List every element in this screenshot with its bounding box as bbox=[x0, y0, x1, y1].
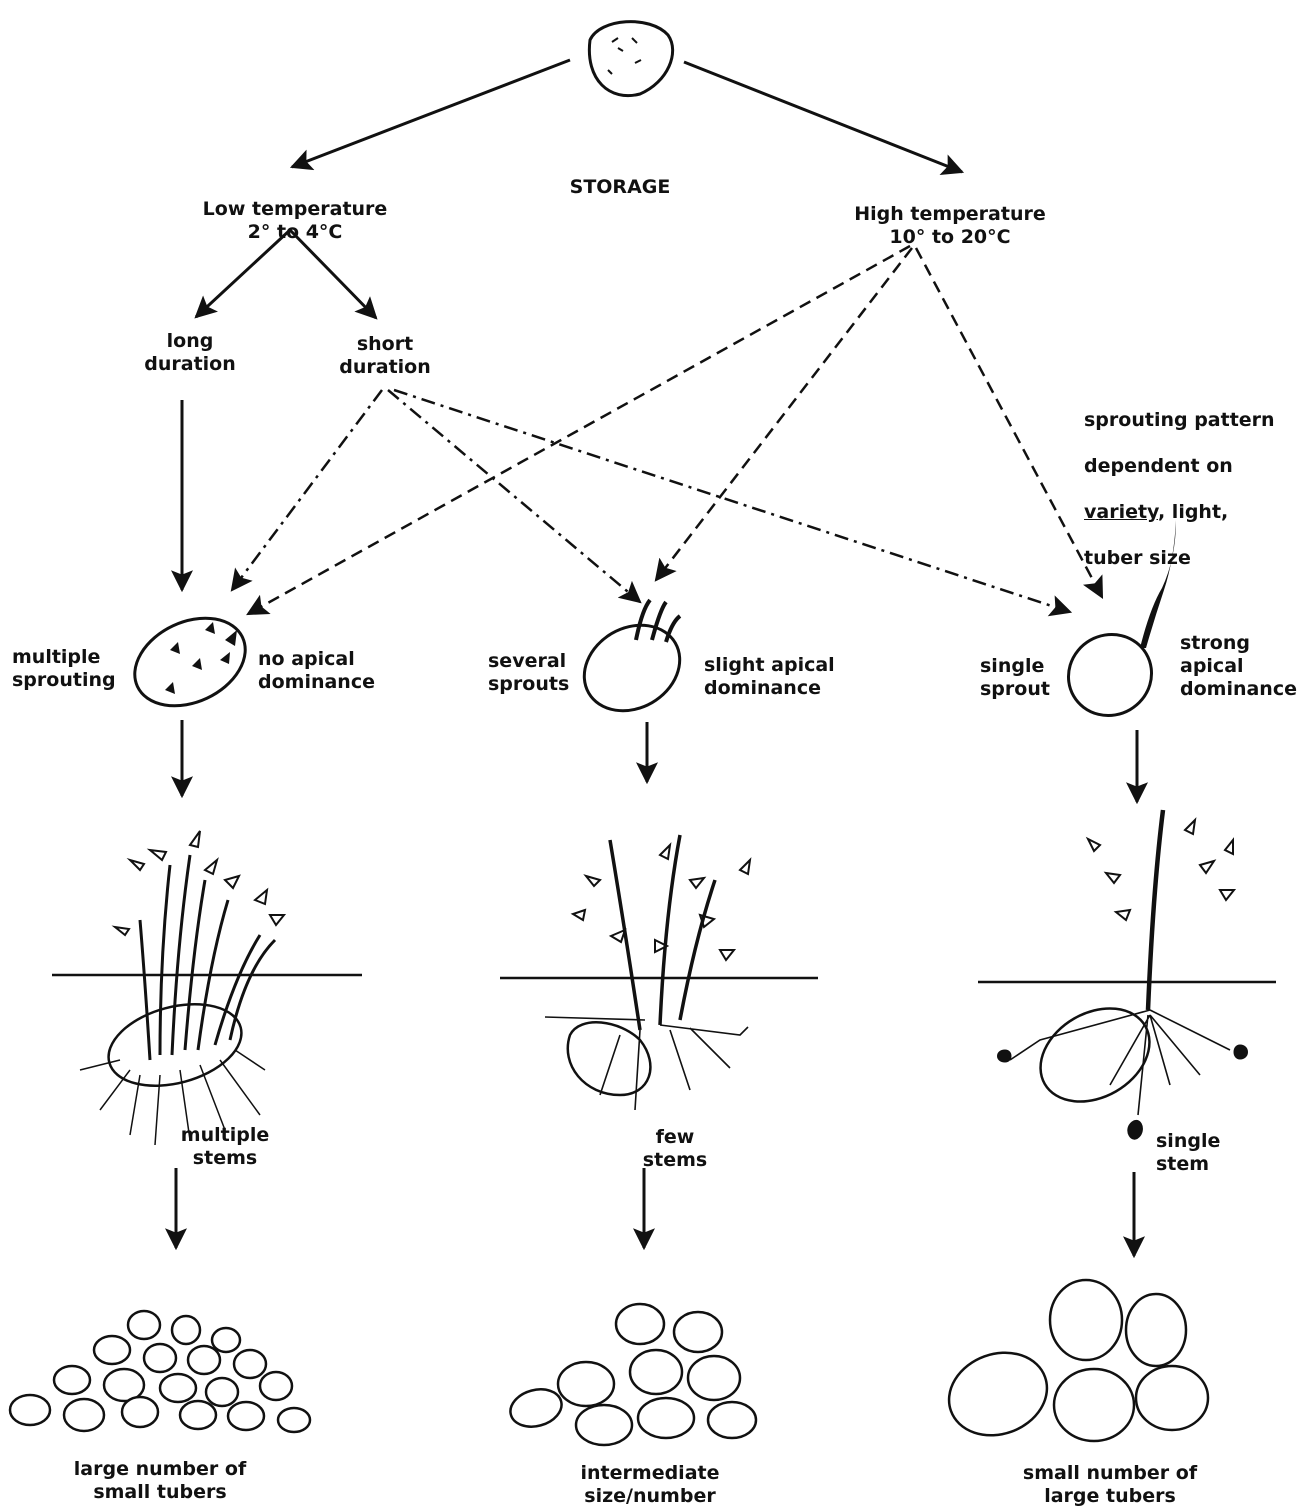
single-sprout-tuber-icon bbox=[1066, 520, 1176, 718]
large-number-small-tubers-label: large number of small tubers bbox=[73, 1458, 247, 1503]
strong-apical-dominance-label: strong apical dominance bbox=[1180, 632, 1297, 700]
sprouting-pattern-note: sprouting pattern dependent on variety, … bbox=[1084, 409, 1275, 569]
long-duration-label: long duration bbox=[144, 330, 236, 375]
high-temperature-arrows bbox=[246, 244, 1104, 616]
small-number-large-tubers-label: small number of large tubers bbox=[1022, 1462, 1198, 1507]
several-sprout-tuber-icon bbox=[582, 598, 682, 713]
single-sprout-label: single sprout bbox=[980, 655, 1050, 700]
large-tubers-pile-icon bbox=[947, 1278, 1210, 1443]
variety-term: variety bbox=[1084, 501, 1158, 523]
multiple-sprout-tuber-icon bbox=[133, 616, 247, 708]
arrow-to-long bbox=[194, 228, 292, 319]
single-stem-plant-icon bbox=[997, 809, 1248, 1140]
short-duration-label: short duration bbox=[339, 333, 431, 378]
storage-title: STORAGE bbox=[569, 176, 671, 198]
single-stem-label: single stem bbox=[1156, 1130, 1221, 1175]
medium-tubers-pile-icon bbox=[509, 1302, 758, 1447]
storage-tuber-icon bbox=[587, 20, 675, 97]
arrow-to-short bbox=[288, 228, 378, 320]
arrow-to-high bbox=[683, 60, 965, 175]
no-apical-dominance-label: no apical dominance bbox=[258, 648, 375, 693]
short-duration-arrows bbox=[230, 388, 1073, 617]
few-stems-plant-icon bbox=[544, 834, 752, 1111]
several-sprouts-label: several sprouts bbox=[488, 650, 570, 695]
few-stems-label: few stems bbox=[642, 1126, 708, 1171]
small-tubers-pile-icon bbox=[8, 1309, 312, 1434]
multiple-stems-label: multiple stems bbox=[180, 1124, 270, 1169]
slight-apical-dominance-label: slight apical dominance bbox=[704, 654, 835, 699]
multiple-sprouting-label: multiple sprouting bbox=[12, 646, 116, 691]
intermediate-size-number-label: intermediate size/number bbox=[580, 1462, 720, 1507]
arrow-to-low bbox=[289, 58, 571, 171]
multiple-stems-plant-icon bbox=[79, 830, 287, 1146]
